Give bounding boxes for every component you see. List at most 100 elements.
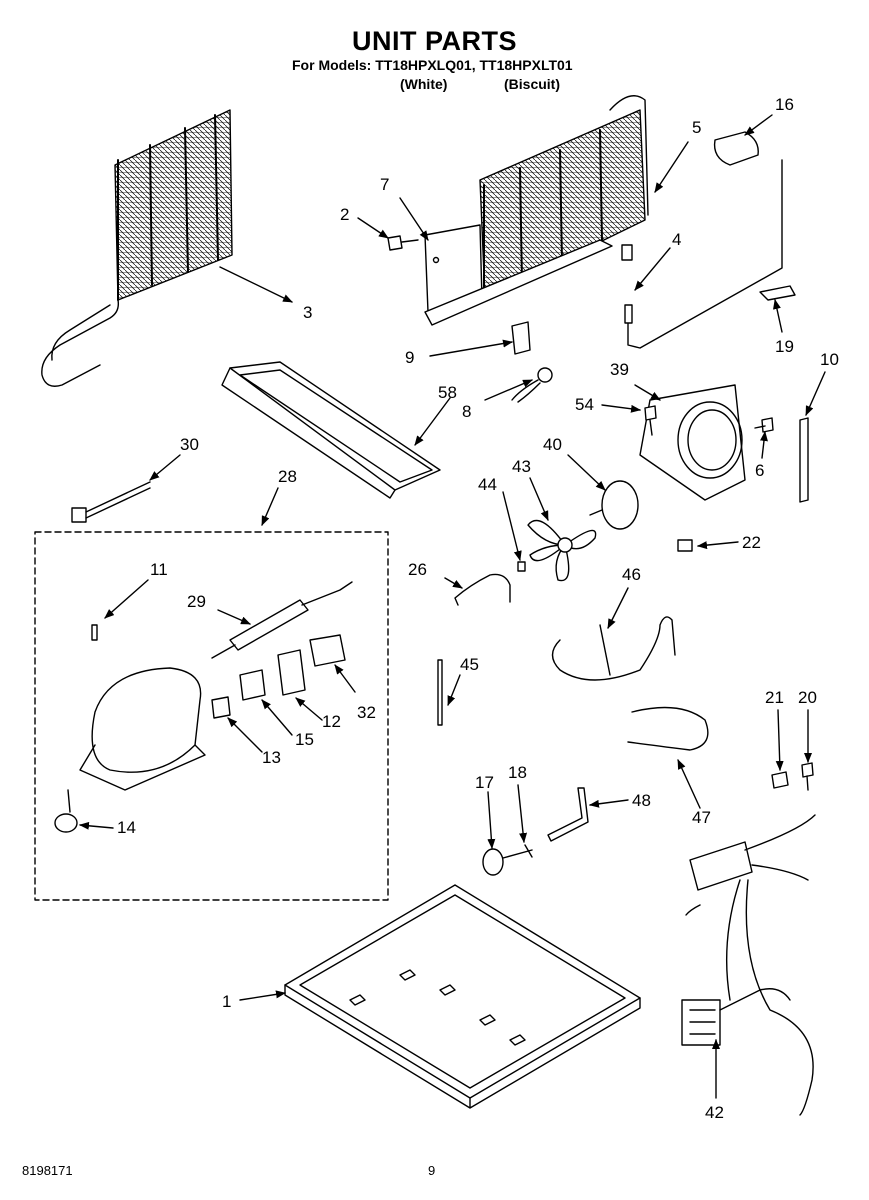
leader-8 — [484, 379, 533, 401]
wire-bracket-part-26 — [454, 573, 511, 606]
page-title: UNIT PARTS — [352, 26, 517, 56]
page-header: UNIT PARTS For Models: TT18HPXLQ01, TT18… — [0, 0, 869, 100]
leader-15 — [261, 699, 293, 736]
callout-1: 1 — [222, 992, 231, 1011]
leader-6 — [759, 431, 768, 459]
callout-6: 6 — [755, 461, 764, 480]
screw-part-54 — [644, 405, 657, 436]
callout-44: 44 — [478, 475, 497, 494]
callout-4: 4 — [672, 230, 681, 249]
leader-11 — [104, 579, 149, 619]
callout-12: 12 — [322, 712, 341, 731]
leader-44 — [502, 491, 522, 561]
compressor — [54, 624, 206, 833]
strip-part-10 — [799, 417, 809, 503]
leader-4 — [634, 247, 671, 291]
callout-20: 20 — [798, 688, 817, 707]
fan-blade — [527, 519, 597, 582]
drain-tray — [221, 361, 441, 499]
leader-9 — [429, 339, 513, 357]
callout-32: 32 — [357, 703, 376, 722]
callout-11: 11 — [150, 560, 168, 579]
callout-14: 14 — [117, 818, 136, 837]
leader-40 — [567, 454, 606, 491]
callout-43: 43 — [512, 457, 531, 476]
leader-1 — [239, 990, 286, 1001]
evaporator-assembly — [424, 95, 649, 326]
leader-22 — [697, 541, 739, 550]
leader-14 — [79, 821, 114, 830]
callout-5: 5 — [692, 118, 701, 137]
variant-biscuit: (Biscuit) — [504, 76, 560, 92]
callout-29: 29 — [187, 592, 206, 611]
roller-assembly — [482, 787, 589, 876]
screw-part-6 — [754, 417, 774, 433]
callout-47: 47 — [692, 808, 711, 827]
leader-39 — [634, 384, 661, 401]
leader-16 — [744, 114, 773, 136]
base-plate — [284, 884, 641, 1109]
callout-21: 21 — [765, 688, 784, 707]
callout-16: 16 — [775, 95, 794, 114]
leader-18 — [517, 784, 528, 843]
callout-26: 26 — [408, 560, 427, 579]
tube-part-47 — [627, 706, 709, 751]
leader-45 — [447, 674, 461, 706]
wiring-harness — [681, 814, 816, 1116]
callout-7: 7 — [380, 175, 389, 194]
thermostat-capillary — [621, 159, 796, 349]
callout-45: 45 — [460, 655, 479, 674]
callout-42: 42 — [705, 1103, 724, 1122]
page-number: 9 — [428, 1163, 436, 1178]
leader-32 — [334, 664, 356, 693]
callout-46: 46 — [622, 565, 641, 584]
callout-39: 39 — [610, 360, 629, 379]
compressor-kit-box — [34, 531, 389, 901]
leader-48 — [589, 799, 629, 808]
cable-tie-part-30 — [71, 481, 151, 523]
clip-part-22 — [677, 539, 693, 552]
leader-3 — [219, 266, 293, 303]
callout-15: 15 — [295, 730, 314, 749]
screw-part-20 — [801, 762, 814, 791]
callout-19: 19 — [775, 337, 794, 356]
model-list: For Models: TT18HPXLQ01, TT18HPXLT01 — [292, 57, 573, 73]
leader-43 — [529, 477, 549, 521]
leader-28 — [261, 487, 279, 526]
leader-19 — [773, 299, 783, 333]
callout-30: 30 — [180, 435, 199, 454]
leader-12 — [295, 697, 323, 721]
callout-18: 18 — [508, 763, 527, 782]
leader-7 — [399, 197, 429, 241]
leader-13 — [227, 717, 263, 753]
callout-48: 48 — [632, 791, 651, 810]
leader-26 — [444, 577, 463, 589]
leader-58 — [414, 397, 451, 446]
leader-21 — [775, 709, 784, 771]
leader-10 — [805, 371, 826, 416]
leader-17 — [487, 791, 496, 849]
variant-white: (White) — [400, 76, 448, 92]
fan-motor — [589, 480, 639, 530]
leader-29 — [217, 609, 251, 625]
condenser-coil — [41, 109, 233, 387]
callout-9: 9 — [405, 348, 414, 367]
nut-part-21 — [771, 771, 789, 789]
callout-3: 3 — [303, 303, 312, 322]
fan-shroud — [639, 384, 746, 501]
document-number: 8198171 — [22, 1163, 73, 1178]
fan-wire-part-8 — [511, 367, 553, 403]
screw-part-2 — [387, 235, 419, 251]
callout-22: 22 — [742, 533, 761, 552]
callout-28: 28 — [278, 467, 297, 486]
callout-10: 10 — [820, 350, 839, 369]
callout-13: 13 — [262, 748, 281, 767]
bracket-part-9 — [511, 321, 531, 355]
callout-58: 58 — [438, 383, 457, 402]
leader-54 — [601, 404, 641, 413]
callout-40: 40 — [543, 435, 562, 454]
leader-46 — [607, 587, 629, 629]
pin-part-45 — [437, 659, 443, 726]
kit-components — [211, 581, 353, 719]
